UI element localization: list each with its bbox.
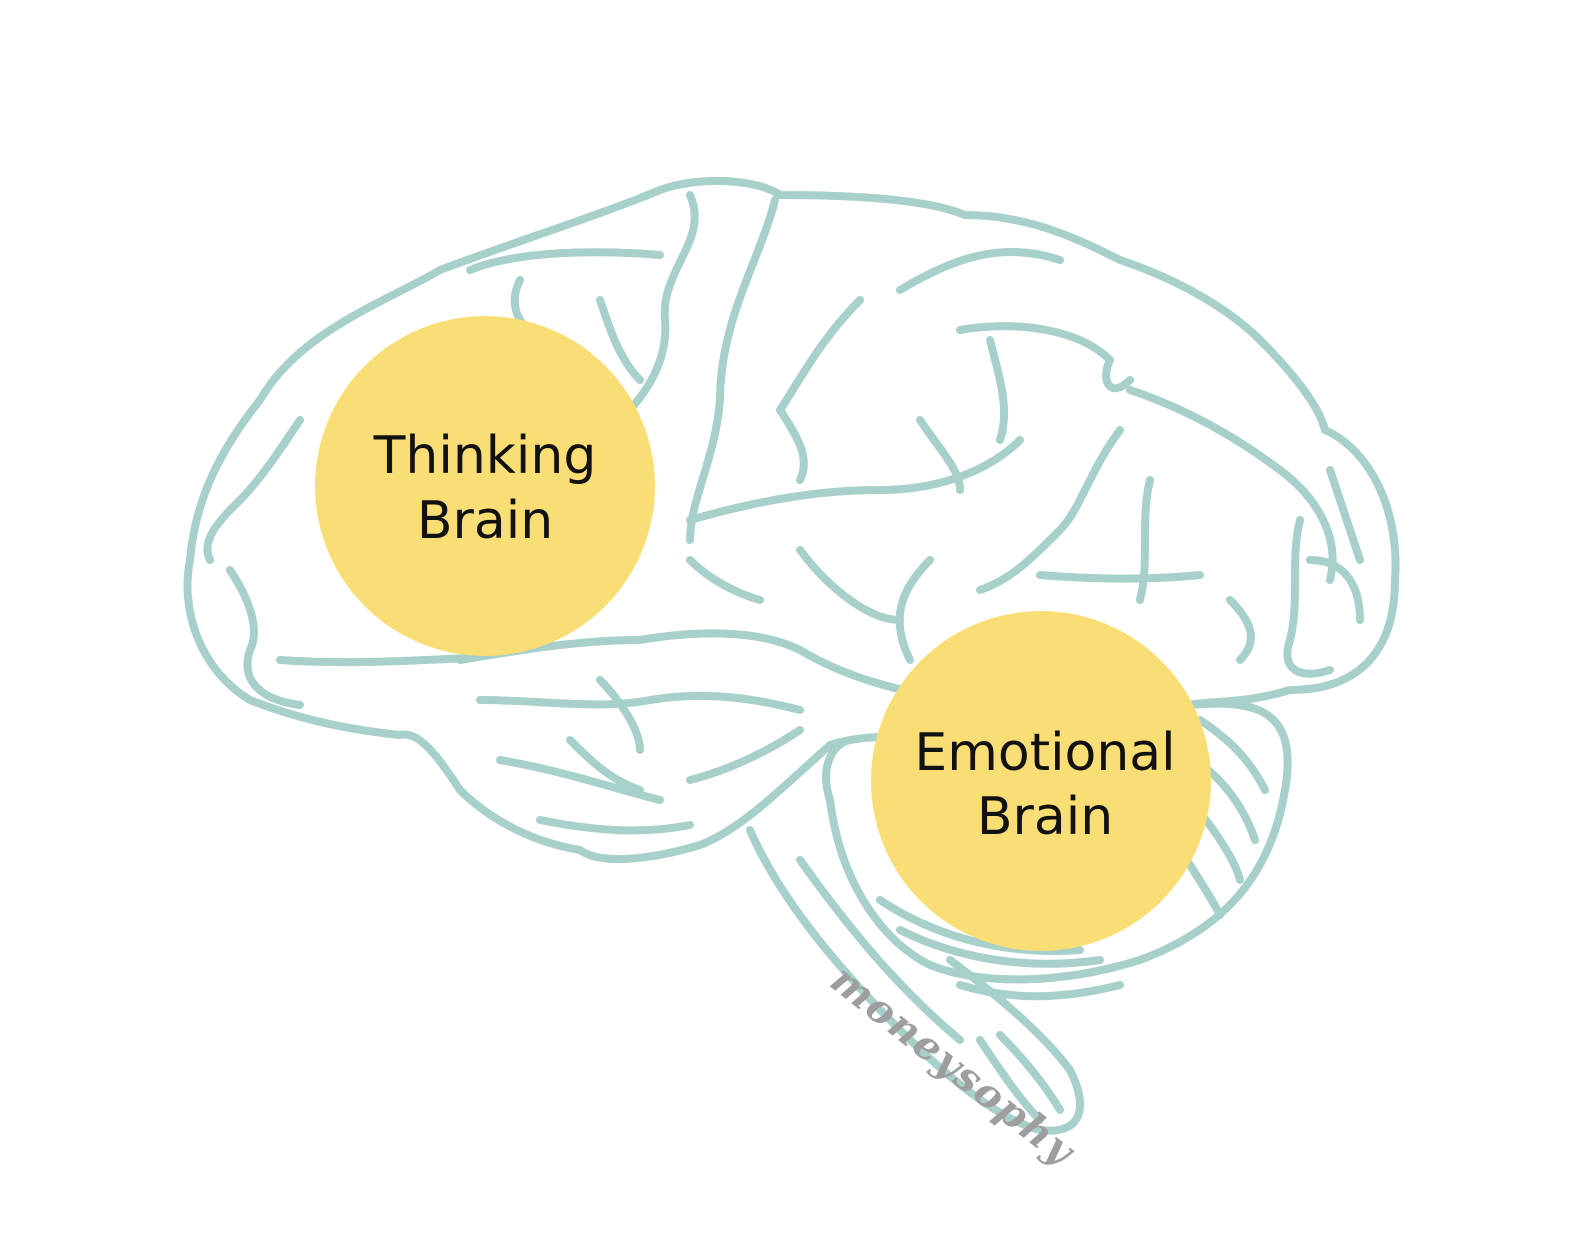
central-gyrus-1 — [686, 556, 764, 604]
parietal-gyrus-1 — [686, 436, 1024, 524]
thinking-brain-label-line1: Thinking — [373, 426, 597, 486]
cerebellum-folia-1 — [1196, 716, 1269, 794]
frontal-gyrus-3 — [226, 566, 304, 709]
central-gyrus-5 — [596, 296, 644, 384]
frontal-gyrus-1 — [466, 248, 664, 274]
cerebellum-outline — [822, 699, 1292, 984]
central-gyrus-8 — [566, 736, 644, 794]
occipital-gyrus-4 — [1136, 476, 1154, 604]
central-sulcus — [686, 196, 779, 544]
brainstem-outline — [746, 826, 1084, 1135]
emotional-brain-bubble: Emotional Brain — [871, 611, 1211, 951]
occipital-gyrus-7 — [1326, 466, 1364, 564]
temporal-gyrus-4 — [536, 816, 694, 835]
parietal-gyrus-4 — [896, 247, 1064, 294]
parietal-gyrus-2 — [776, 296, 864, 484]
brainstem-detail-3 — [996, 1031, 1064, 1114]
brainstem-detail-2 — [976, 1036, 1044, 1124]
cerebrum-outline — [183, 176, 1400, 864]
cerebellum-folia-6 — [876, 896, 1084, 955]
central-gyrus-7 — [596, 676, 644, 754]
occipital-gyrus-8 — [1306, 556, 1364, 624]
brainstem-detail-1 — [796, 856, 964, 1044]
frontal-gyrus-4 — [276, 654, 474, 667]
emotional-brain-circle — [871, 611, 1211, 951]
parietal-gyrus-3 — [956, 322, 1134, 393]
temporal-gyrus-1 — [476, 691, 804, 714]
watermark-text: moneysophy — [822, 956, 1085, 1176]
parietal-gyrus-5 — [986, 336, 1009, 444]
central-gyrus-3 — [895, 556, 934, 664]
emotional-brain-label-line2: Brain — [977, 787, 1113, 847]
occipital-gyrus-3 — [1036, 571, 1204, 583]
brain-illustration — [183, 176, 1400, 1135]
temporal-gyrus-2 — [496, 756, 664, 804]
occipital-gyrus-5 — [1226, 596, 1255, 664]
thinking-brain-bubble: Thinking Brain — [315, 316, 655, 656]
cerebellum-folia-7 — [956, 981, 1124, 1001]
emotional-brain-label-line1: Emotional — [914, 723, 1175, 783]
frontal-gyrus-2 — [203, 416, 304, 564]
cerebellum-folia-5 — [896, 926, 1104, 968]
occipital-gyrus-1 — [1126, 386, 1337, 584]
occipital-gyrus-2 — [976, 426, 1124, 594]
thinking-brain-circle — [315, 316, 655, 656]
thinking-brain-label-line2: Brain — [417, 491, 553, 551]
temporal-gyrus-3 — [686, 726, 804, 784]
central-gyrus-4 — [916, 416, 964, 494]
occipital-gyrus-6 — [1283, 516, 1334, 678]
central-gyrus-2 — [796, 546, 904, 624]
lateral-sulcus — [456, 629, 954, 704]
